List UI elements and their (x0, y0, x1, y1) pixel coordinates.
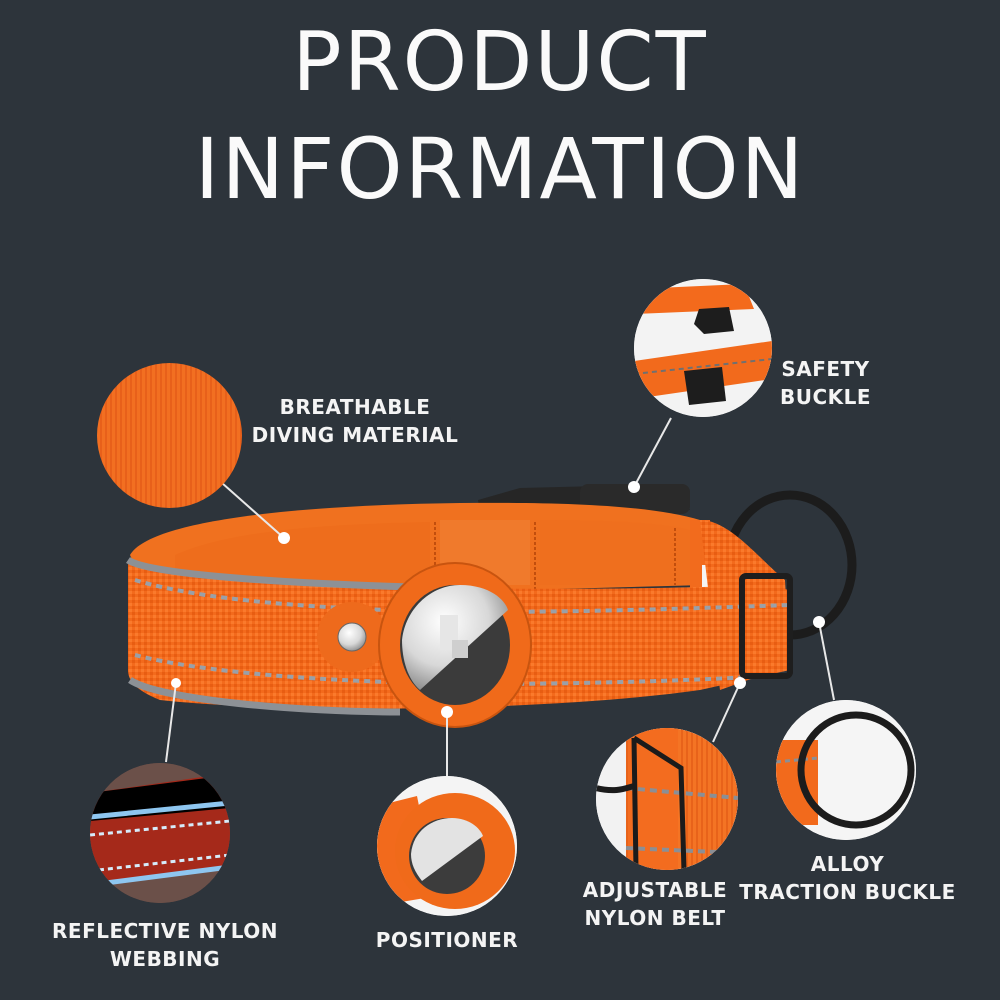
page-title-line1: PRODUCT (292, 15, 708, 110)
detail-reflective-webbing (90, 763, 230, 903)
tracker-holder-icon (377, 776, 517, 916)
detail-positioner (377, 776, 517, 916)
d-ring-icon (776, 700, 916, 840)
page-title-line2: INFORMATION (194, 120, 806, 218)
detail-adjustable-belt (596, 728, 738, 870)
callout-dots (171, 481, 825, 718)
slide-buckle-icon (596, 728, 738, 870)
label-breathable: BREATHABLE DIVING MATERIAL (251, 395, 459, 447)
detail-alloy-buckle (776, 700, 916, 840)
detail-safety-buckle (634, 279, 772, 417)
detail-breathable-material (97, 363, 242, 508)
label-alloy-buckle: ALLOY TRACTION BUCKLE (739, 852, 956, 904)
callout-lines (165, 417, 835, 776)
tracker-holder-icon (317, 562, 532, 728)
slide-buckle-icon (739, 573, 793, 679)
label-safety-buckle: SAFETY BUCKLE (779, 357, 872, 409)
side-release-buckle-icon (634, 279, 772, 417)
label-adjustable-belt: ADJUSTABLE NYLON BELT (582, 878, 728, 930)
reflective-webbing-icon (90, 763, 230, 903)
label-reflective-webbing: REFLECTIVE NYLON WEBBING (52, 919, 278, 971)
label-positioner: POSITIONER (375, 928, 519, 952)
